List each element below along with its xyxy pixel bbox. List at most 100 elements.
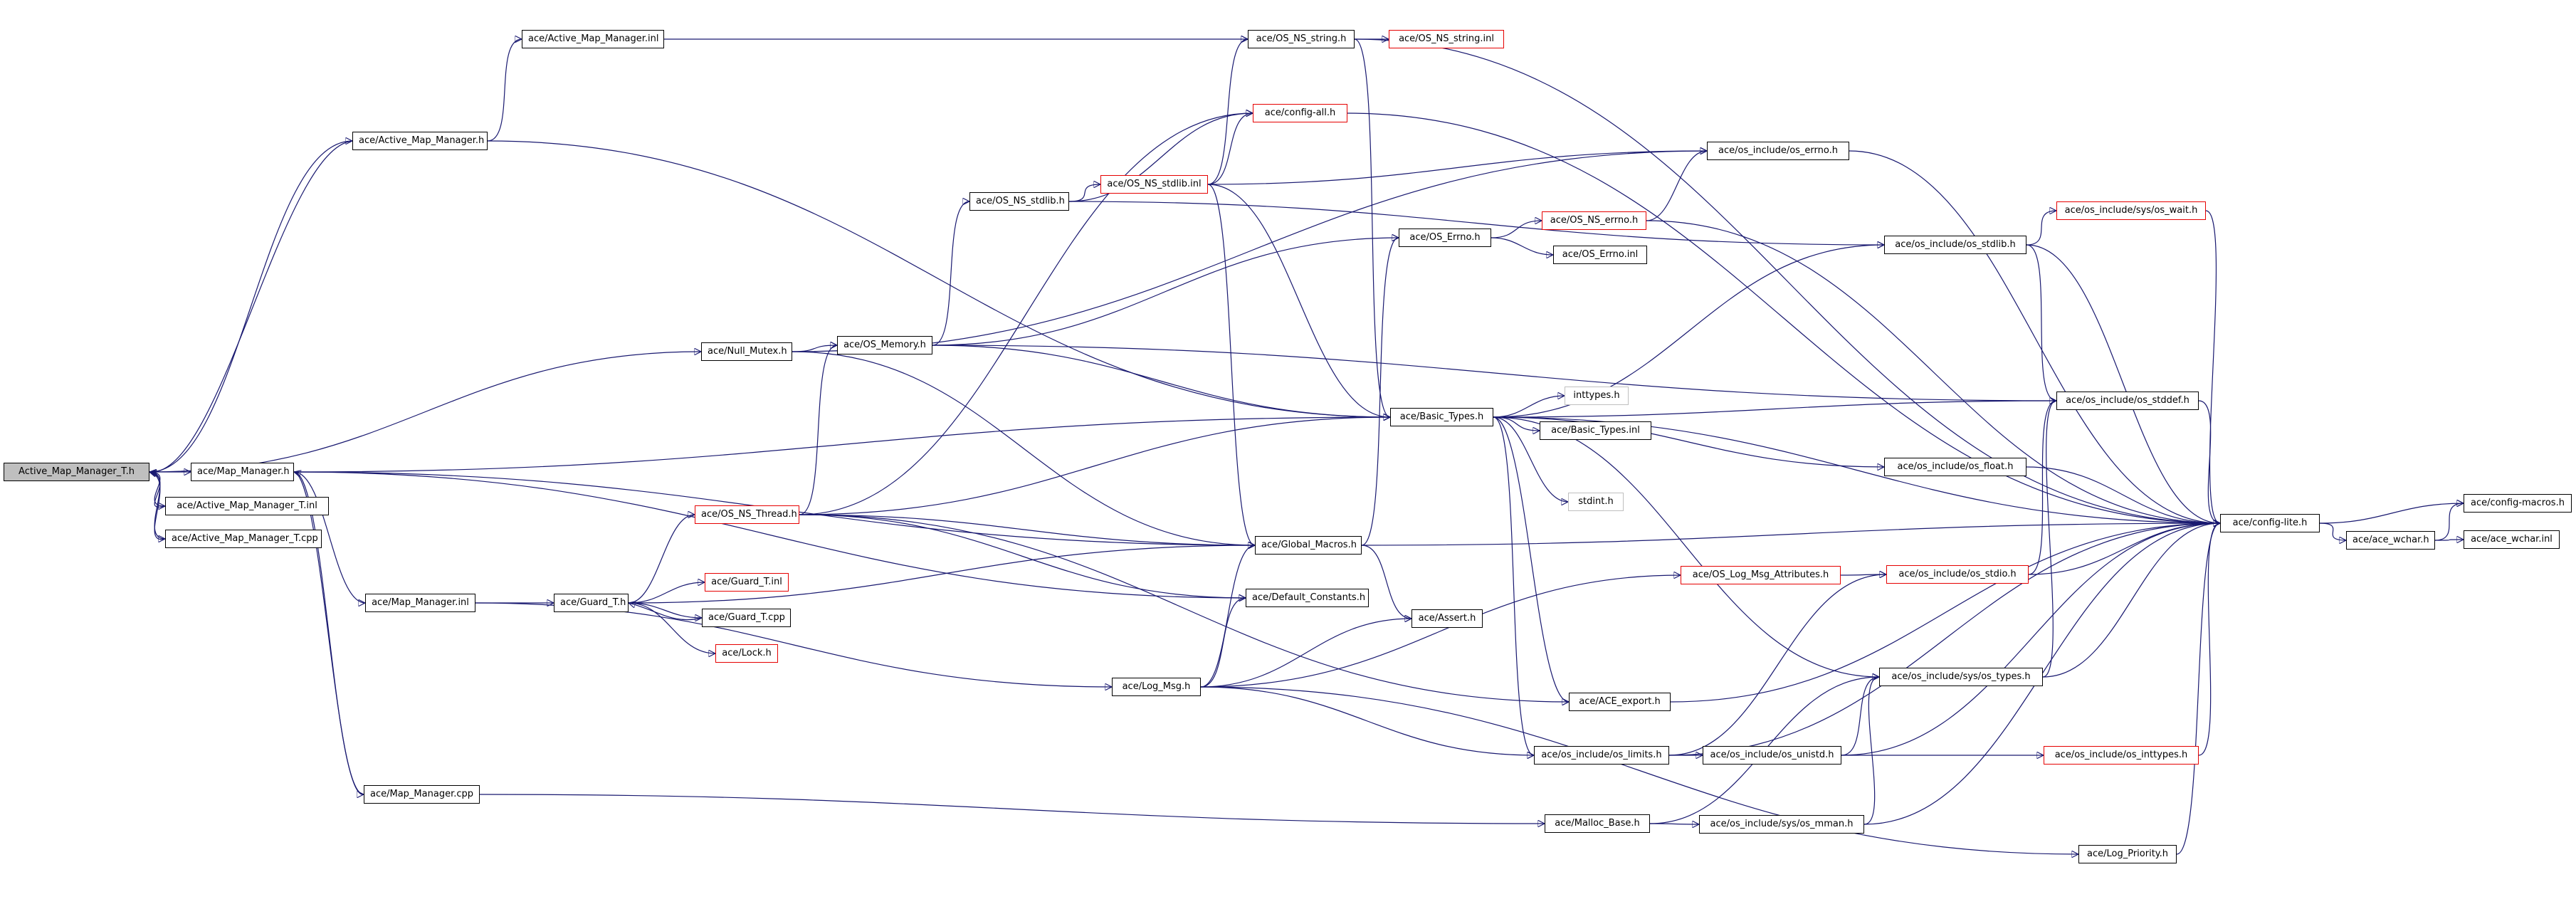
edge-os-ns-stdlib-h-to-config-all (1068, 113, 1253, 202)
edge-global-macros-to-os-errno-h (1361, 238, 1399, 546)
edge-log-msg-to-default-constants (1200, 598, 1246, 688)
edge-os-inc-stdlib-to-config-lite (2026, 244, 2220, 523)
node-inttypes-h[interactable]: inttypes.h (1565, 387, 1629, 405)
edge-null-mutex-to-os-inc-errno (792, 151, 1707, 352)
edge-log-msg-to-os-log-msg-attr (1200, 575, 1681, 688)
node-log-msg[interactable]: ace/Log_Msg.h (1112, 678, 1201, 696)
edge-os-inc-stddef-to-config-lite (2198, 400, 2221, 523)
edge-os-ns-stdlib-h-to-os-inc-stdlib (1068, 201, 1884, 245)
edge-am-h-to-root (149, 140, 353, 472)
edge-config-lite-to-config-macros (2319, 503, 2464, 524)
node-os-ns-string-inl[interactable]: ace/OS_NS_string.inl (1389, 30, 1504, 48)
node-mm-h[interactable]: ace/Map_Manager.h (191, 463, 294, 481)
edge-mm-h-to-basic-types-h (293, 417, 1390, 473)
edge-basic-types-h-to-os-inc-stdlib (1493, 245, 1884, 418)
edge-os-inc-inttypes-to-config-lite (2198, 523, 2221, 756)
edge-os-sys-wait-to-config-lite (2205, 210, 2221, 523)
node-os-inc-inttypes[interactable]: ace/os_include/os_inttypes.h (2044, 746, 2199, 765)
node-log-priority[interactable]: ace/Log_Priority.h (2078, 845, 2177, 863)
edge-os-ns-string-h-to-config-lite (1354, 38, 2220, 523)
edge-os-ns-stdlib-inl-to-os-ns-string-h (1207, 39, 1248, 185)
edge-os-inc-float-to-config-lite (2026, 466, 2220, 523)
edge-log-msg-to-global-macros (1200, 545, 1256, 688)
edge-os-inc-unistd-to-config-lite (1841, 523, 2220, 756)
edge-root-to-amt-cpp (149, 471, 165, 539)
edge-os-ns-errno-to-os-inc-errno (1646, 151, 1707, 221)
node-os-ns-thread[interactable]: ace/OS_NS_Thread.h (695, 505, 799, 524)
edge-os-errno-h-to-os-errno-inl (1491, 237, 1553, 255)
edge-log-msg-to-assert-h (1200, 619, 1411, 688)
node-config-macros[interactable]: ace/config-macros.h (2464, 494, 2572, 513)
edge-os-sys-types-to-config-lite (2042, 523, 2220, 678)
node-os-ns-stdlib-inl[interactable]: ace/OS_NS_stdlib.inl (1100, 175, 1208, 194)
edge-config-lite-to-ace-wchar-h (2319, 522, 2346, 540)
edge-os-sys-types-to-os-inc-stddef (2042, 401, 2057, 678)
node-os-ns-string-h[interactable]: ace/OS_NS_string.h (1248, 30, 1355, 48)
edge-mm-h-to-default-constants (293, 471, 1246, 598)
node-os-errno-inl[interactable]: ace/OS_Errno.inl (1553, 246, 1647, 264)
edge-basic-types-h-to-ace-export (1493, 416, 1570, 702)
edge-os-memory-to-os-inc-stddef (932, 345, 2056, 401)
edge-os-limits-to-config-lite (1668, 523, 2220, 756)
edge-os-memory-to-os-ns-stdlib-h (932, 201, 970, 346)
edge-mm-inl-to-log-msg (475, 602, 1112, 687)
edge-os-memory-to-os-errno-h (932, 238, 1399, 346)
node-root[interactable]: Active_Map_Manager_T.h (4, 463, 149, 481)
edge-os-errno-h-to-os-ns-errno (1491, 221, 1542, 238)
node-os-sys-mman[interactable]: ace/os_include/sys/os_mman.h (1699, 815, 1864, 834)
edge-basic-types-h-to-os-inc-stddef (1493, 401, 2056, 418)
node-os-ns-stdlib-h[interactable]: ace/OS_NS_stdlib.h (969, 192, 1069, 211)
node-am-inl[interactable]: ace/Active_Map_Manager.inl (522, 30, 664, 48)
node-lock[interactable]: ace/Lock.h (715, 644, 778, 663)
edge-os-ns-thread-to-global-macros (799, 514, 1255, 545)
node-malloc-base[interactable]: ace/Malloc_Base.h (1545, 814, 1650, 833)
node-os-inc-stdlib[interactable]: ace/os_include/os_stdlib.h (1884, 236, 2026, 254)
node-basic-types-inl[interactable]: ace/Basic_Types.inl (1540, 421, 1651, 440)
node-config-lite[interactable]: ace/config-lite.h (2220, 514, 2320, 532)
edge-mm-h-to-mm-cpp (293, 471, 364, 794)
edge-os-ns-thread-to-default-constants (799, 514, 1246, 598)
edge-os-limits-to-os-inc-stdio (1668, 574, 1886, 756)
node-assert-h[interactable]: ace/Assert.h (1411, 609, 1483, 628)
node-os-inc-float[interactable]: ace/os_include/os_float.h (1884, 458, 2026, 476)
edge-basic-types-h-to-stdint-h (1493, 416, 1568, 502)
node-os-ns-errno[interactable]: ace/OS_NS_errno.h (1542, 211, 1646, 230)
node-os-log-msg-attr[interactable]: ace/OS_Log_Msg_Attributes.h (1681, 566, 1841, 584)
node-am-h[interactable]: ace/Active_Map_Manager.h (352, 132, 488, 150)
node-mm-inl[interactable]: ace/Map_Manager.inl (365, 594, 475, 612)
node-guard-t[interactable]: ace/Guard_T.h (554, 594, 629, 612)
edge-basic-types-h-to-os-sys-types (1493, 416, 1879, 677)
node-default-constants[interactable]: ace/Default_Constants.h (1246, 589, 1369, 607)
node-os-inc-stddef[interactable]: ace/os_include/os_stddef.h (2056, 392, 2199, 410)
node-os-inc-errno[interactable]: ace/os_include/os_errno.h (1707, 142, 1849, 160)
edge-basic-types-h-to-os-limits (1493, 416, 1535, 755)
node-os-inc-unistd[interactable]: ace/os_include/os_unistd.h (1703, 746, 1841, 765)
node-guard-cpp[interactable]: ace/Guard_T.cpp (702, 609, 791, 627)
node-null-mutex[interactable]: ace/Null_Mutex.h (701, 342, 792, 361)
node-amt-inl[interactable]: ace/Active_Map_Manager_T.inl (165, 497, 329, 515)
node-global-macros[interactable]: ace/Global_Macros.h (1255, 536, 1362, 555)
edge-os-memory-to-basic-types-h (932, 345, 1390, 417)
node-guard-inl[interactable]: ace/Guard_T.inl (705, 573, 789, 592)
node-config-all[interactable]: ace/config-all.h (1253, 104, 1347, 122)
edge-basic-types-h-to-inttypes-h (1493, 396, 1565, 418)
node-os-sys-types[interactable]: ace/os_include/sys/os_types.h (1879, 668, 2043, 686)
edge-amt-cpp-to-root (149, 472, 166, 540)
node-basic-types-h[interactable]: ace/Basic_Types.h (1390, 408, 1493, 426)
node-amt-cpp[interactable]: ace/Active_Map_Manager_T.cpp (165, 530, 322, 548)
node-os-memory[interactable]: ace/OS_Memory.h (837, 336, 932, 354)
edge-mm-cpp-to-malloc-base (479, 794, 1545, 824)
node-os-sys-wait[interactable]: ace/os_include/sys/os_wait.h (2056, 201, 2206, 220)
node-ace-wchar-inl[interactable]: ace/ace_wchar.inl (2464, 530, 2560, 549)
node-stdint-h[interactable]: stdint.h (1568, 493, 1624, 511)
node-mm-cpp[interactable]: ace/Map_Manager.cpp (364, 785, 480, 804)
edge-os-inc-unistd-to-os-sys-types (1841, 677, 1879, 756)
node-os-errno-h[interactable]: ace/OS_Errno.h (1399, 228, 1491, 247)
node-os-limits[interactable]: ace/os_include/os_limits.h (1534, 746, 1669, 765)
edge-am-h-to-basic-types-h (487, 140, 1390, 417)
node-ace-wchar-h[interactable]: ace/ace_wchar.h (2346, 531, 2435, 550)
node-os-inc-stdio[interactable]: ace/os_include/os_stdio.h (1886, 565, 2029, 584)
edge-os-ns-thread-to-basic-types-h (799, 417, 1390, 515)
node-ace-export[interactable]: ace/ACE_export.h (1569, 693, 1671, 711)
